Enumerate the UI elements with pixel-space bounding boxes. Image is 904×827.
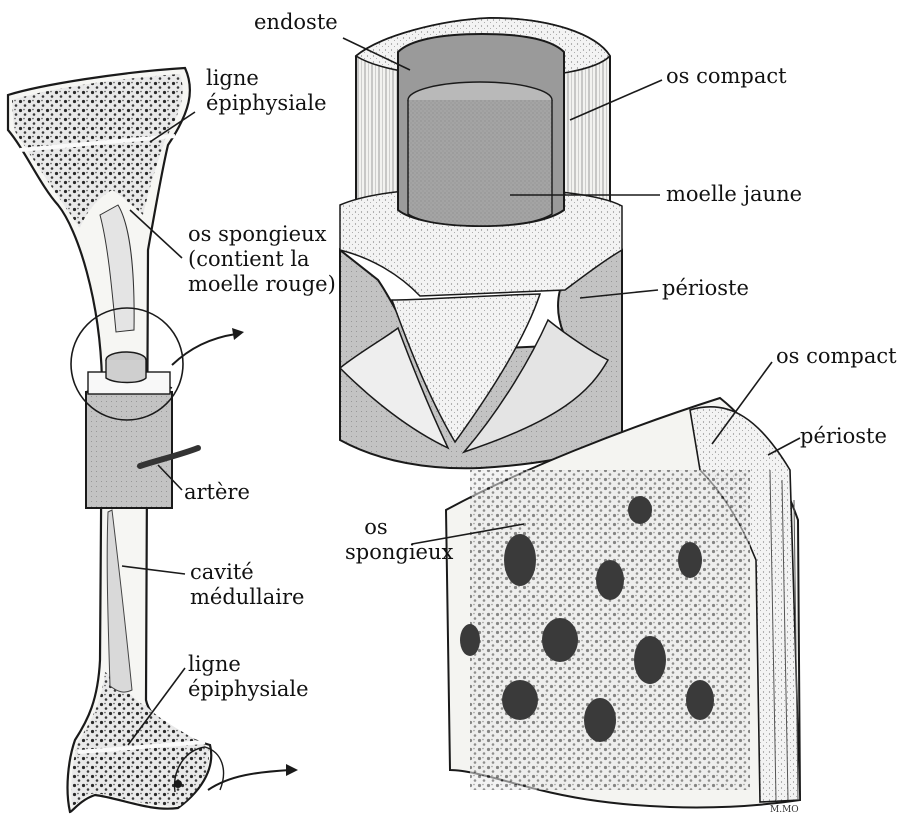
arrow-top-head [232,328,244,340]
label-ligne-epiphysiale-top: ligne épiphysiale [206,66,327,116]
label-ligne-epiphysiale-bottom: ligne épiphysiale [188,652,309,702]
label-os-compact-bottom: os compact [776,344,897,369]
label-cavite-medullaire: cavité médullaire [190,560,304,610]
diaphysis-section [340,18,622,468]
arrow-bottom [208,770,290,790]
label-endoste: endoste [254,10,338,35]
label-perioste-top: périoste [662,276,749,301]
label-os-spongieux-block: os spongieux [345,515,407,565]
signature: M.MO [770,805,799,815]
arrows [172,328,298,790]
trabecular-network [470,470,750,790]
label-perioste-bottom: périoste [800,424,887,449]
label-artere: artère [184,480,250,505]
yellow-marrow-body [408,100,552,226]
label-os-compact-top: os compact [666,64,787,89]
nutrient-dot [174,780,182,788]
label-moelle-jaune: moelle jaune [666,182,802,207]
cut-core-body [106,360,146,383]
arrow-bottom-head [286,764,298,776]
label-os-spongieux: os spongieux (contient la moelle rouge) [188,222,336,297]
